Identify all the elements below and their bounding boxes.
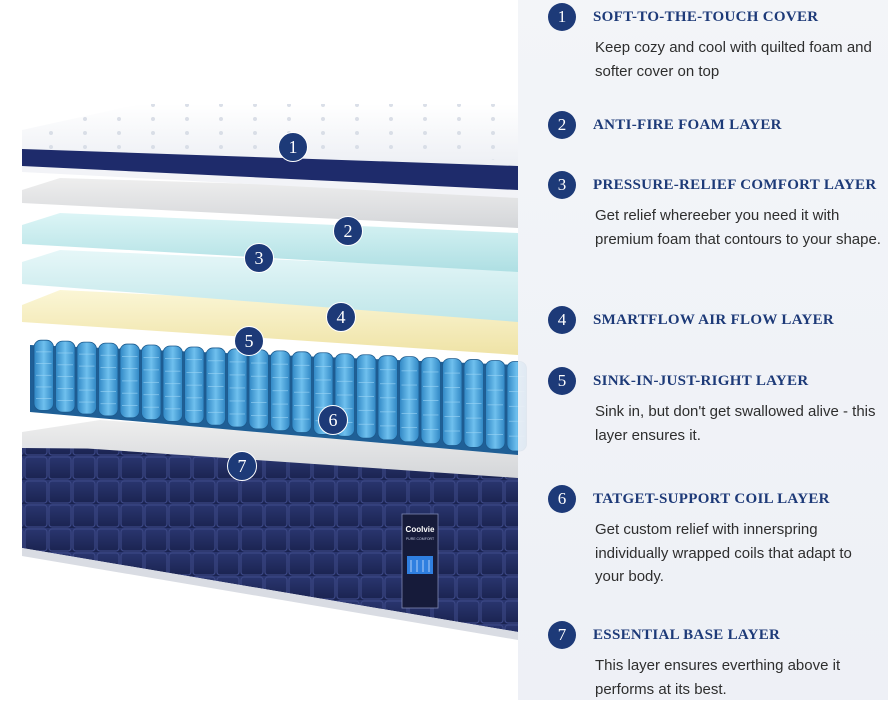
feature-panel bbox=[518, 0, 888, 700]
feature-number-badge: 2 bbox=[548, 111, 576, 139]
comfort-layer-lower bbox=[22, 250, 518, 322]
base-foam-pad bbox=[22, 420, 518, 478]
feature-description: Get relief whereeber you need it with pr… bbox=[595, 207, 881, 248]
feature-title: SMARTFLOW AIR FLOW LAYER bbox=[593, 311, 835, 328]
feature-description: This layer ensures everthing above it pe… bbox=[595, 657, 841, 698]
feature-number-badge: 6 bbox=[548, 485, 576, 513]
feature-number-badge: 7 bbox=[548, 621, 576, 649]
feature-4: 4 SMARTFLOW AIR FLOW LAYER bbox=[548, 305, 888, 335]
brand-label-graphic bbox=[407, 556, 433, 574]
feature-number-badge: 5 bbox=[548, 367, 576, 395]
coil-layer bbox=[30, 339, 527, 455]
layer-marker-5: 5 bbox=[234, 326, 264, 356]
layer-marker-4: 4 bbox=[326, 302, 356, 332]
feature-description: Sink in, but don't get swallowed alive -… bbox=[595, 403, 876, 444]
feature-2: 2 ANTI-FIRE FOAM LAYER bbox=[548, 110, 888, 140]
comfort-layer bbox=[22, 213, 518, 272]
feature-title: TATGET-SUPPORT COIL LAYER bbox=[593, 490, 830, 507]
top-cover-layer bbox=[22, 104, 518, 198]
layer-marker-3: 3 bbox=[244, 243, 274, 273]
brand-tagline: PURE COMFORT bbox=[406, 537, 435, 541]
feature-title: SOFT-TO-THE-TOUCH COVER bbox=[593, 8, 819, 25]
feature-6: 6 TATGET-SUPPORT COIL LAYER Get custom r… bbox=[548, 484, 888, 589]
layer-marker-2: 2 bbox=[333, 216, 363, 246]
feature-7: 7 ESSENTIAL BASE LAYER This layer ensure… bbox=[548, 620, 888, 701]
layer-marker-6: 6 bbox=[318, 405, 348, 435]
feature-number-badge: 4 bbox=[548, 306, 576, 334]
feature-1: 1 SOFT-TO-THE-TOUCH COVER Keep cozy and … bbox=[548, 2, 888, 83]
brand-label: Coolvie PURE COMFORT bbox=[401, 513, 439, 609]
feature-5: 5 SINK-IN-JUST-RIGHT LAYER Sink in, but … bbox=[548, 366, 888, 447]
feature-number-badge: 1 bbox=[548, 3, 576, 31]
feature-title: ANTI-FIRE FOAM LAYER bbox=[593, 116, 782, 133]
feature-title: ESSENTIAL BASE LAYER bbox=[593, 626, 781, 643]
feature-3: 3 PRESSURE-RELIEF COMFORT LAYER Get reli… bbox=[548, 170, 888, 251]
brand-logo-text: Coolvie bbox=[406, 525, 435, 534]
feature-description: Keep cozy and cool with quilted foam and… bbox=[595, 39, 872, 80]
feature-description: Get custom relief with innerspring indiv… bbox=[595, 521, 852, 585]
feature-number-badge: 3 bbox=[548, 171, 576, 199]
feature-title: SINK-IN-JUST-RIGHT LAYER bbox=[593, 372, 809, 389]
layer-marker-1: 1 bbox=[278, 132, 308, 162]
feature-title: PRESSURE-RELIEF COMFORT LAYER bbox=[593, 176, 877, 193]
layer-marker-7: 7 bbox=[227, 451, 257, 481]
